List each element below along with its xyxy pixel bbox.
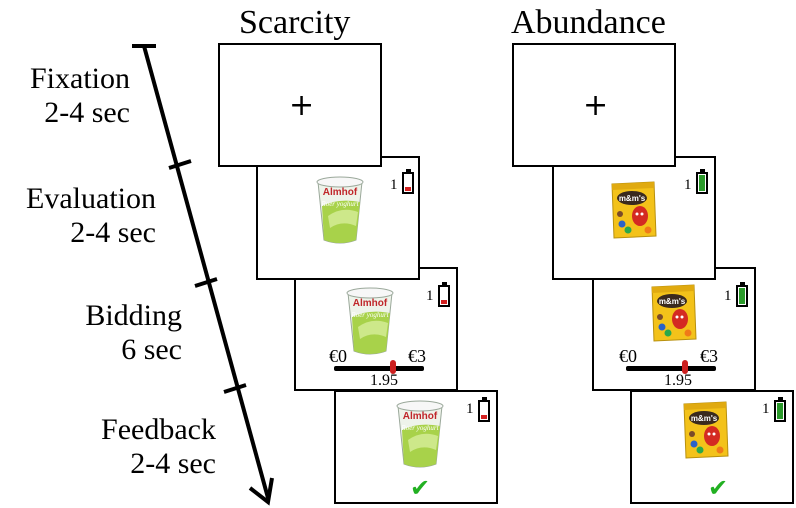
fixation-cross: + [583, 88, 609, 123]
abundance-bidding-panel: 1 €0 €3 1.95 [592, 267, 756, 391]
product-image-mms [683, 401, 729, 459]
battery-icon [736, 282, 748, 307]
check-icon: ✔ [708, 474, 729, 502]
bid-min-label: €0 [619, 346, 637, 366]
stage-duration: 2-4 sec [44, 96, 130, 129]
bid-scale-bar [334, 366, 424, 371]
bid-marker [681, 360, 688, 374]
timeline-arrow [132, 44, 274, 506]
scarcity-feedback-panel: 1 ✔ [334, 390, 498, 504]
column-title-scarcity: Scarcity [239, 4, 351, 41]
bid-max-label: €3 [700, 346, 718, 366]
counter-label: 1 [390, 177, 398, 193]
product-image-mms [651, 284, 697, 342]
stage-duration: 2-4 sec [130, 447, 216, 480]
stage-name: Evaluation [26, 182, 156, 215]
scarcity-evaluation-panel: 1 [256, 156, 420, 280]
counter-label: 1 [684, 177, 692, 193]
product-image-yogurt [346, 287, 394, 355]
counter-label: 1 [426, 288, 434, 304]
stage-label-feedback: Feedback 2-4 sec [101, 413, 216, 481]
stage-name: Bidding [85, 299, 182, 332]
stage-name: Feedback [101, 413, 216, 446]
product-image-mms [611, 181, 657, 239]
bid-value-label: 1.95 [664, 372, 692, 389]
column-title-abundance: Abundance [511, 4, 666, 41]
bid-min-label: €0 [329, 346, 347, 366]
stage-duration: 2-4 sec [70, 216, 156, 249]
stage-duration: 6 sec [121, 333, 182, 366]
stage-name: Fixation [29, 62, 130, 95]
battery-icon [438, 282, 450, 307]
counter-label: 1 [762, 401, 770, 417]
check-icon: ✔ [410, 474, 431, 502]
stage-label-evaluation: Evaluation 2-4 sec [26, 182, 156, 250]
abundance-feedback-panel: 1 ✔ [630, 390, 794, 504]
abundance-fixation-panel: + [512, 43, 676, 167]
bid-max-label: €3 [408, 346, 426, 366]
stage-label-bidding: Bidding 6 sec [85, 299, 182, 367]
product-image-yogurt [396, 400, 444, 468]
fixation-cross: + [289, 88, 315, 123]
abundance-evaluation-panel: 1 [552, 156, 716, 280]
scarcity-fixation-panel: + [218, 43, 382, 167]
battery-icon [478, 397, 490, 422]
bid-value-label: 1.95 [370, 372, 398, 389]
stage-label-fixation: Fixation 2-4 sec [30, 62, 130, 130]
scarcity-bidding-panel: 1 €0 €3 1.95 [294, 267, 458, 391]
battery-icon [774, 397, 786, 422]
counter-label: 1 [466, 401, 474, 417]
battery-icon [402, 169, 414, 194]
product-image-yogurt [316, 176, 364, 244]
bid-scale-bar [626, 366, 716, 371]
battery-icon [696, 169, 708, 194]
counter-label: 1 [724, 288, 732, 304]
bid-marker [389, 360, 396, 374]
